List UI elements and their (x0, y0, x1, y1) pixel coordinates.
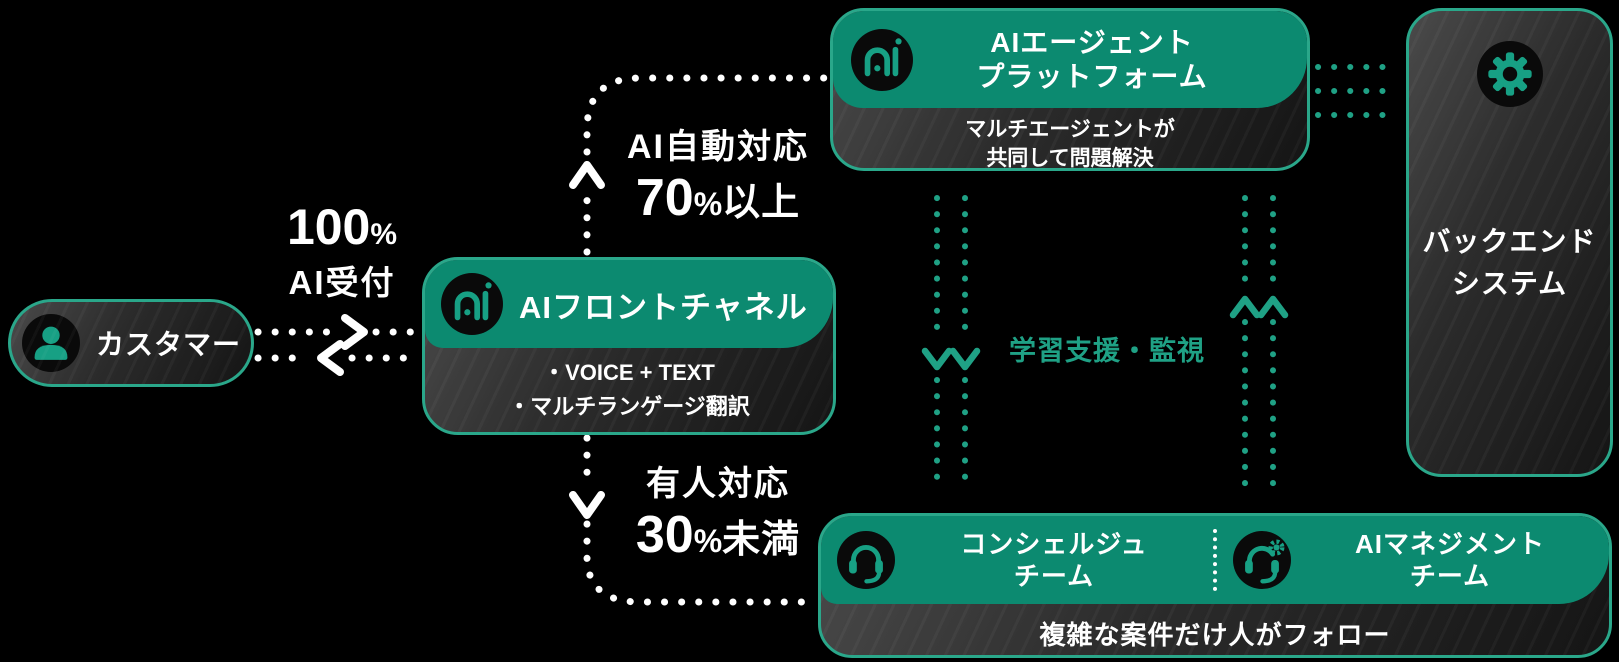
headset-icon (837, 531, 895, 589)
front-channel-header: AIフロントチャネル (425, 260, 833, 348)
node-agent-platform: AIエージェント プラットフォーム マルチエージェントが 共同して問題解決 (830, 8, 1310, 171)
team-ai-management: AIマネジメント チーム (1217, 516, 1609, 604)
teams-body: 複雑な案件だけ人がフォロー (1039, 620, 1391, 650)
arrowhead-left (317, 340, 344, 376)
ai-management-title: AIマネジメント チーム (1354, 528, 1545, 592)
concierge-title: コンシェルジュ チーム (960, 528, 1148, 592)
arrowhead-right (341, 314, 368, 350)
node-customer: カスタマー (8, 299, 254, 387)
agent-platform-title: AIエージェント プラットフォーム (976, 26, 1208, 92)
label-learning-support-monitoring: 学習支援・監視 (1009, 336, 1205, 366)
front-channel-title: AIフロントチャネル (519, 289, 808, 325)
teams-divider (1213, 529, 1217, 591)
person-icon (22, 314, 80, 372)
node-teams: コンシェルジュ チーム AIマネジメント (818, 513, 1612, 658)
node-front-channel: AIフロントチャネル ・VOICE + TEXT ・マルチランゲージ翻訳 (422, 257, 836, 435)
label-human-response: 有人対応 30%未満 (635, 465, 801, 564)
backend-label: バックエンド システム (1422, 226, 1597, 299)
agent-platform-header: AIエージェント プラットフォーム (833, 11, 1307, 108)
teal-arrowhead-down (921, 347, 953, 371)
teams-header: コンシェルジュ チーム AIマネジメント (821, 516, 1609, 604)
label-ai-auto-response: AI自動対応 70%以上 (627, 128, 809, 227)
team-concierge: コンシェルジュ チーム (821, 516, 1213, 604)
front-channel-item: ・VOICE + TEXT (543, 360, 715, 385)
front-channel-item: ・マルチランゲージ翻訳 (508, 394, 750, 420)
agent-platform-body: マルチエージェントが 共同して問題解決 (965, 118, 1175, 171)
teal-arrowhead-up (1229, 295, 1261, 319)
ai-icon (851, 28, 913, 91)
front-channel-body: ・VOICE + TEXT ・マルチランゲージ翻訳 (425, 348, 833, 424)
label-100-percent-ai-reception: 100% AI受付 (286, 199, 398, 301)
node-backend-system: バックエンド システム (1406, 8, 1613, 477)
ai-icon (441, 273, 503, 335)
headset-gear-icon (1233, 531, 1291, 589)
gear-icon (1476, 41, 1543, 107)
customer-label: カスタマー (96, 329, 242, 360)
